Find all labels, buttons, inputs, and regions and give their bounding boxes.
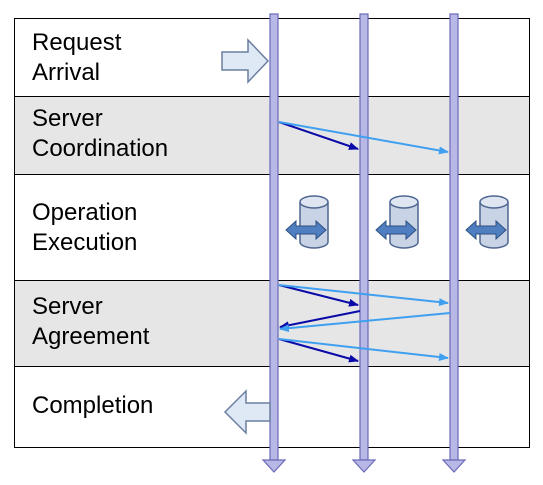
message-arrow-agreement-dark xyxy=(278,284,359,307)
block-arrow-right-icon xyxy=(221,38,270,84)
phase-label-line: Request xyxy=(32,29,122,56)
message-arrow-coordination-dark xyxy=(278,121,359,150)
message-arrow-agreement-final-light xyxy=(278,338,449,361)
message-arrow-coordination-light xyxy=(278,121,449,155)
phase-label-request-arrival: Request Arrival xyxy=(32,28,121,88)
phase-label-completion: Completion xyxy=(32,391,153,421)
phase-label-server-coordination: Server Coordination xyxy=(32,104,168,164)
phase-label-line: Agreement xyxy=(32,323,150,350)
block-arrow-left-icon xyxy=(223,389,271,435)
double-arrow-icon xyxy=(375,219,417,241)
message-arrow-agreement-return-light xyxy=(279,312,451,333)
server-timeline-1 xyxy=(261,13,287,473)
double-arrow-icon xyxy=(465,219,507,241)
server-timeline-2 xyxy=(351,13,377,473)
database-icon xyxy=(479,195,509,249)
phase-label-server-agreement: Server Agreement xyxy=(32,292,149,352)
phase-label-operation-execution: Operation Execution xyxy=(32,198,137,258)
database-icon xyxy=(299,195,329,249)
phase-label-line: Server xyxy=(32,293,103,320)
message-arrow-agreement-final-dark xyxy=(278,338,359,363)
server-timeline-3 xyxy=(441,13,467,473)
double-arrow-icon xyxy=(285,219,327,241)
message-arrow-agreement-return-dark xyxy=(279,310,361,330)
phase-label-line: Server xyxy=(32,105,103,132)
database-icon xyxy=(389,195,419,249)
phase-label-line: Execution xyxy=(32,229,138,256)
phase-label-line: Completion xyxy=(32,392,154,419)
message-arrow-agreement-light xyxy=(278,284,449,307)
phase-label-line: Coordination xyxy=(32,135,169,162)
phase-label-line: Operation xyxy=(32,199,138,226)
phase-label-line: Arrival xyxy=(32,59,101,86)
